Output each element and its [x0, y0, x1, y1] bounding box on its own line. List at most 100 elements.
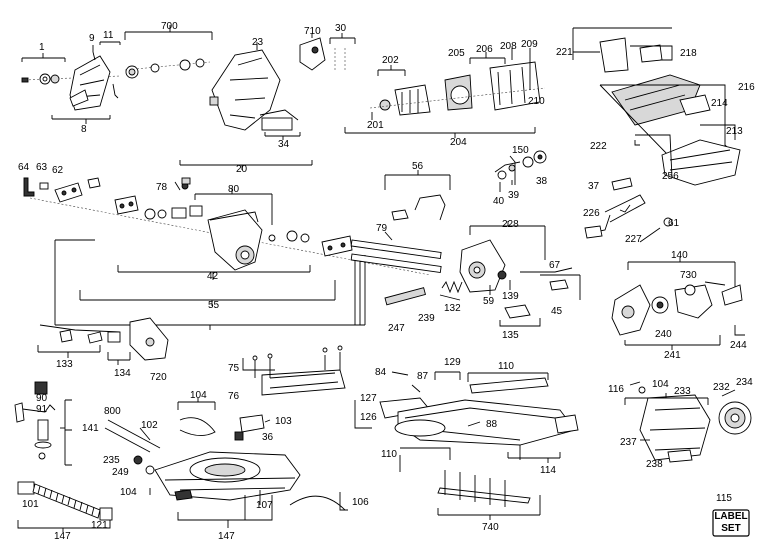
- callout-number: 233: [674, 386, 691, 397]
- callout-number: 78: [156, 182, 168, 193]
- fence-assembly: [242, 345, 346, 396]
- callout-number: 241: [664, 350, 681, 361]
- callout-number: 8: [81, 124, 87, 135]
- callout-number: 61: [668, 218, 680, 229]
- callout-number: 107: [256, 500, 273, 511]
- blade-clamp-assembly: [21, 41, 121, 124]
- callout-number: 127: [360, 393, 377, 404]
- callout-number: 38: [536, 176, 548, 187]
- pin-spring-set: [384, 280, 463, 306]
- callout-number: 1: [39, 42, 45, 53]
- callout-number: 126: [360, 412, 377, 423]
- callout-number: 101: [22, 499, 39, 510]
- callout-number: 222: [590, 141, 607, 152]
- callout-number: 147: [218, 531, 235, 542]
- callout-number: 91: [36, 404, 48, 415]
- label-set-line2: SET: [721, 523, 741, 534]
- callout-number: 218: [680, 48, 697, 59]
- callout-number: 209: [521, 39, 538, 50]
- callout-number: 110: [498, 361, 514, 372]
- dust-hose-assembly: [17, 481, 113, 532]
- callout-number: 234: [736, 377, 753, 388]
- callout-number: 240: [655, 329, 672, 340]
- rail-bars: [350, 170, 451, 273]
- callout-number: 129: [444, 357, 461, 368]
- callout-number: 201: [367, 120, 384, 131]
- callout-number: 133: [56, 359, 73, 370]
- callout-number: 256: [662, 171, 679, 182]
- bevel-lock-assembly: [459, 221, 581, 327]
- motor-assembly: [344, 48, 546, 138]
- callout-number: 221: [556, 47, 573, 58]
- callout-number: 37: [588, 181, 600, 192]
- callout-number: 116: [608, 384, 624, 395]
- callout-number: 226: [583, 208, 600, 219]
- callout-number: 213: [726, 126, 743, 137]
- callout-number: 64: [18, 162, 30, 173]
- callout-number: 59: [483, 296, 495, 307]
- hold-down-clamp: [14, 381, 72, 466]
- callout-number: 36: [262, 432, 274, 443]
- callout-number: 67: [549, 260, 561, 271]
- callout-number: 20: [236, 164, 248, 175]
- callout-number: 247: [388, 323, 405, 334]
- callout-number: 104: [190, 390, 207, 401]
- callout-number: 710: [304, 26, 321, 37]
- callout-number: 11: [103, 30, 114, 41]
- callout-number: 132: [444, 303, 461, 314]
- lower-guard-assembly: [611, 257, 745, 350]
- callout-number: 87: [417, 371, 429, 382]
- knob-set: [494, 150, 547, 192]
- callout-number: 30: [335, 23, 347, 34]
- callout-number: 232: [713, 382, 730, 393]
- callout-number: 42: [207, 271, 219, 282]
- callout-number: 227: [625, 234, 642, 245]
- callout-number: 102: [141, 420, 158, 431]
- callout-number: 244: [730, 340, 747, 351]
- kerf-and-bracket-set: [104, 398, 271, 453]
- callout-number: 140: [671, 250, 688, 261]
- callout-number: 147: [54, 531, 71, 542]
- callout-number: 63: [36, 162, 48, 173]
- cord-and-clamp: [584, 177, 673, 243]
- motor-housing-assembly: [624, 381, 752, 463]
- callout-number: 239: [418, 313, 435, 324]
- callout-number: 115: [716, 493, 732, 504]
- callout-number: 208: [500, 41, 517, 52]
- callout-number: 76: [228, 391, 240, 402]
- callout-number: 62: [52, 165, 64, 176]
- table-assembly: [354, 371, 579, 472]
- callout-number: 206: [476, 44, 493, 55]
- callout-number: 106: [352, 497, 369, 508]
- callout-number: 150: [512, 145, 529, 156]
- callout-number: 79: [376, 223, 388, 234]
- callout-number: 84: [375, 367, 387, 378]
- callout-number: 103: [275, 416, 292, 427]
- callout-number: 237: [620, 437, 637, 448]
- callout-number: 104: [652, 379, 669, 390]
- upper-arm-assembly: [124, 25, 313, 170]
- callout-number: 238: [646, 459, 663, 470]
- callout-number: 205: [448, 48, 465, 59]
- callout-number: 23: [252, 37, 264, 48]
- callout-number: 740: [482, 522, 499, 533]
- hex-key-and-bracket: [23, 177, 431, 276]
- label-set-text: LABEL SET: [713, 511, 749, 535]
- slide-rail-assembly: [54, 177, 366, 330]
- label-set-line1: LABEL: [714, 511, 748, 522]
- callout-number: 134: [114, 368, 131, 379]
- callout-number: 730: [680, 270, 697, 281]
- callout-number: 210: [528, 96, 545, 107]
- callout-number: 34: [278, 139, 290, 150]
- base-assembly: [133, 451, 348, 528]
- callout-number: 202: [382, 55, 399, 66]
- callout-number: 56: [412, 161, 424, 172]
- callout-number: 39: [508, 190, 520, 201]
- callout-number: 235: [103, 455, 120, 466]
- handle-assembly: [572, 27, 741, 186]
- callout-number: 214: [711, 98, 728, 109]
- callout-number: 121: [91, 520, 108, 531]
- callout-number: 114: [540, 465, 556, 476]
- callout-number: 45: [551, 306, 563, 317]
